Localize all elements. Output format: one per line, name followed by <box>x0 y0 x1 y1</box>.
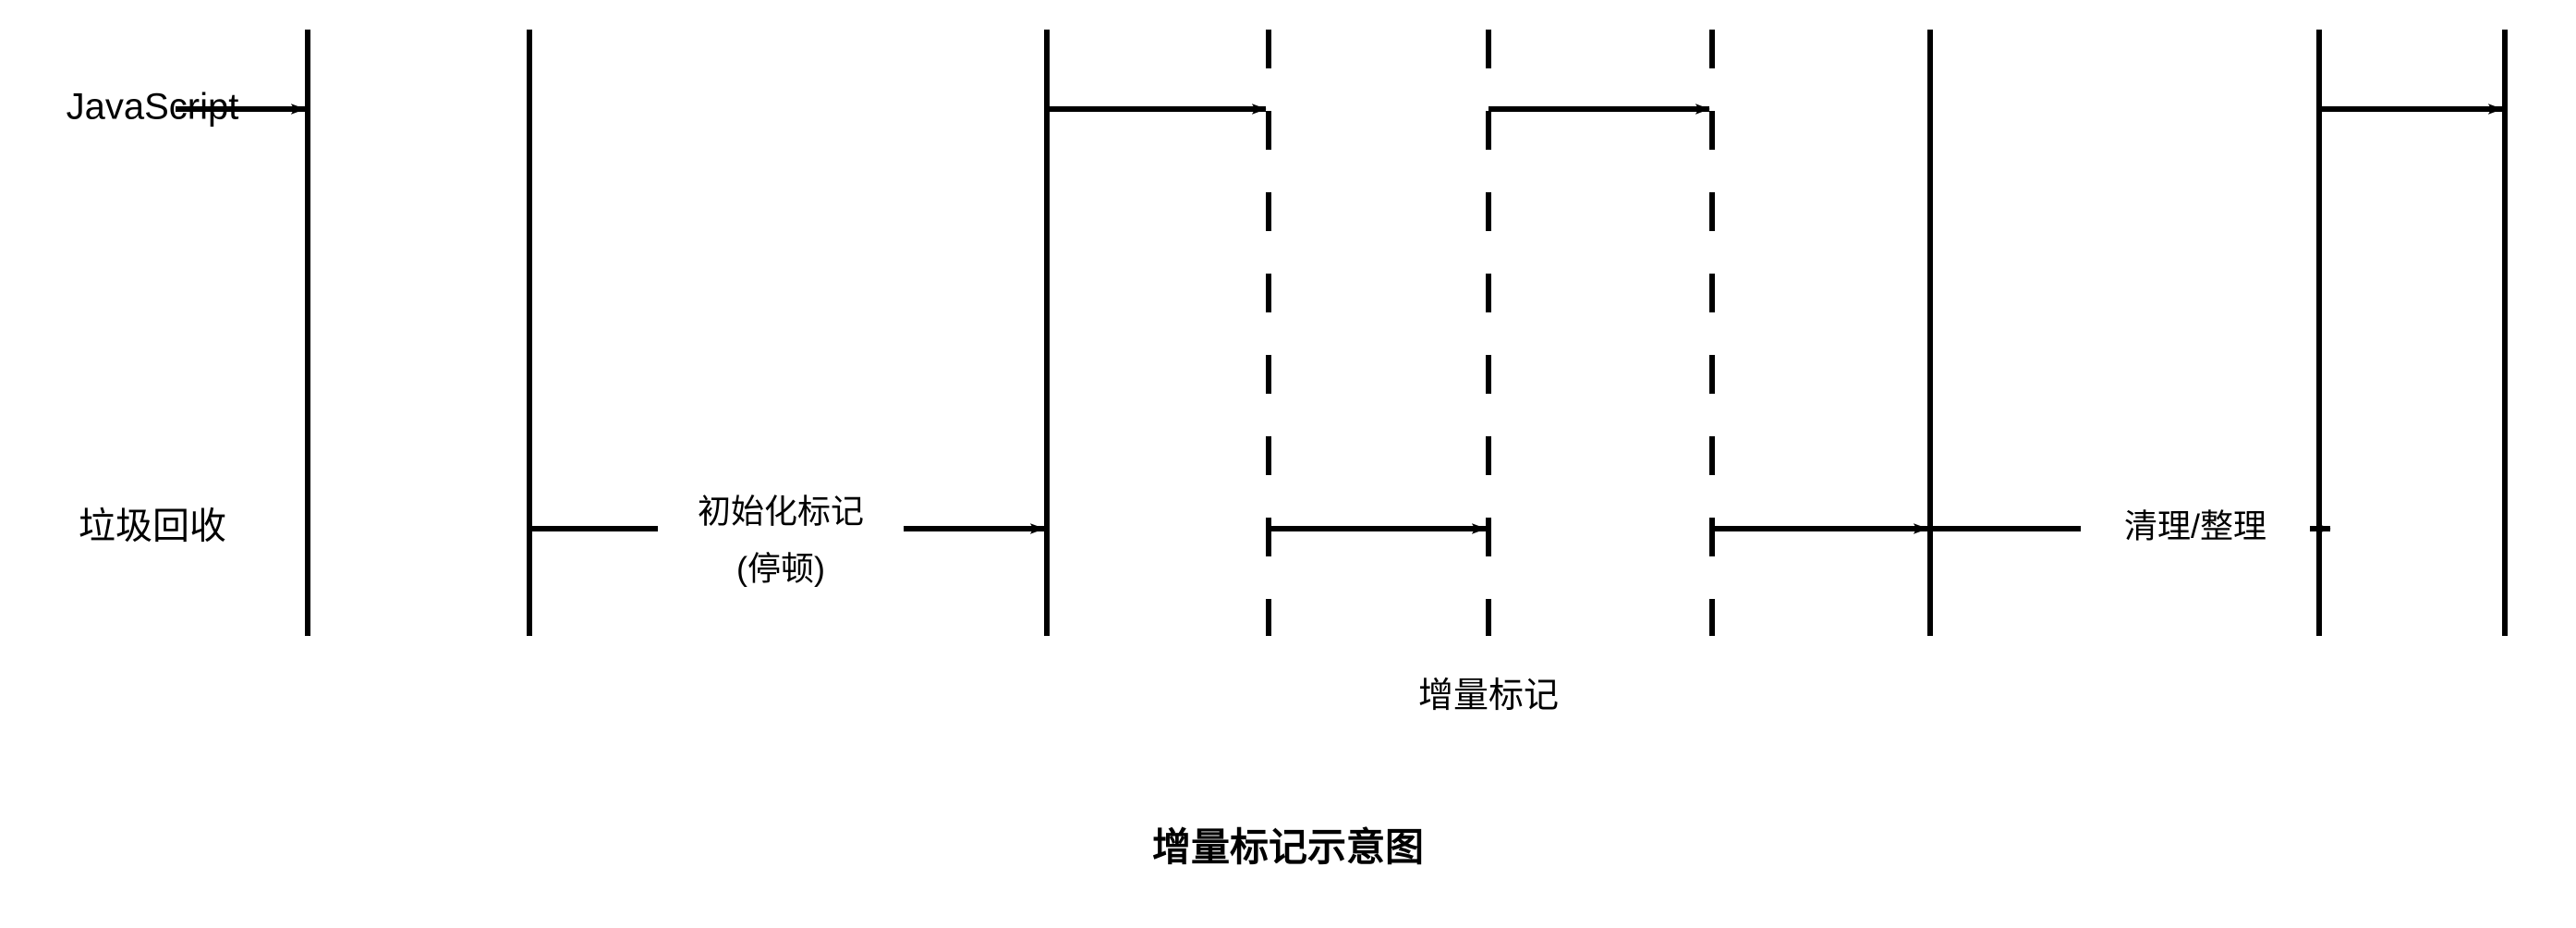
figure-title: 增量标记示意图 <box>1152 825 1424 869</box>
edge-label-initial-mark-pause: (停顿) <box>736 550 825 588</box>
edge-label-initial-mark: 初始化标记 <box>698 493 864 531</box>
lane-label-gc: 垃圾回收 <box>79 507 226 547</box>
phase-label-incremental-marking: 增量标记 <box>1418 677 1559 715</box>
edge-label-sweep-compact: 清理/整理 <box>2124 507 2266 545</box>
